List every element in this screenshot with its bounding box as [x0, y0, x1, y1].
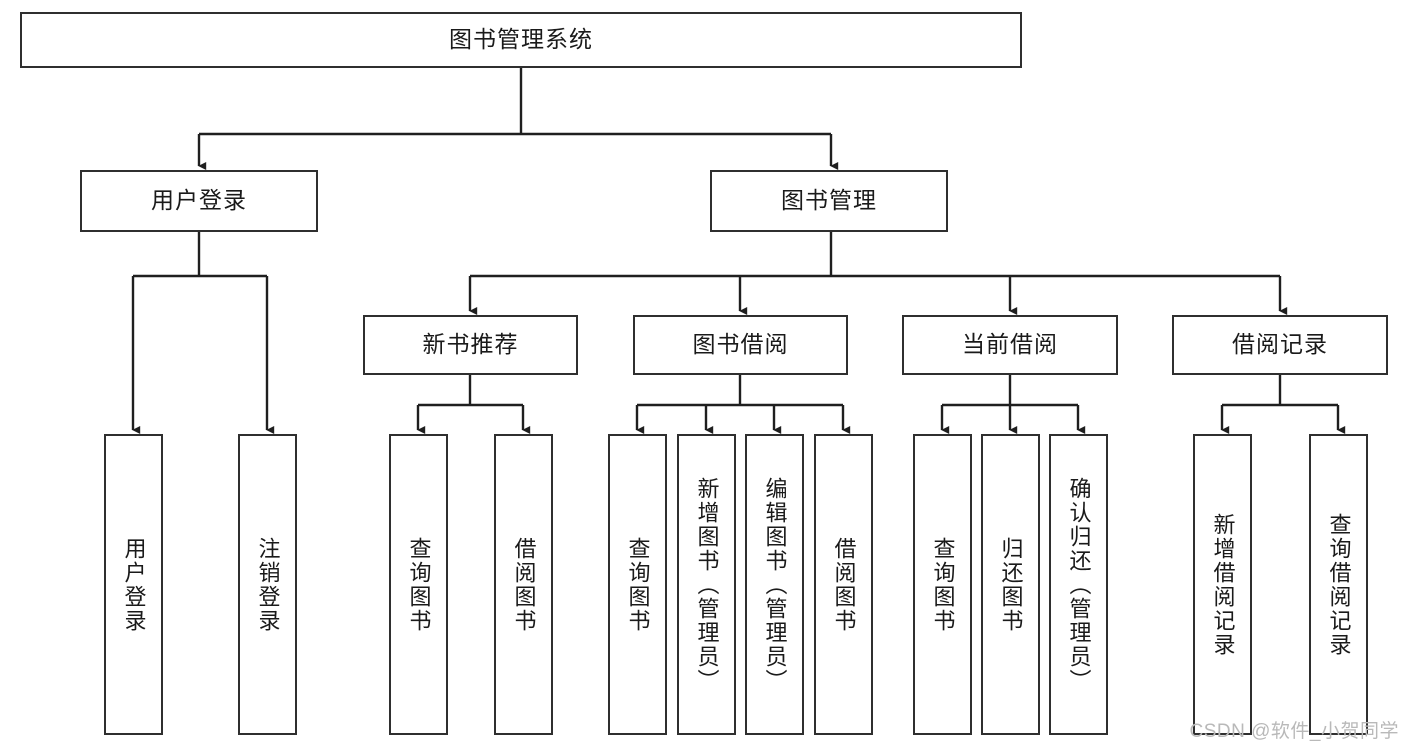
leaf-label: 用户登录: [121, 536, 147, 633]
node-book-management-label: 图书管理: [781, 187, 877, 214]
node-user-login-label: 用户登录: [151, 187, 247, 214]
leaf-current-query-book[interactable]: 查询图书: [913, 434, 972, 735]
node-borrow-record[interactable]: 借阅记录: [1172, 315, 1388, 375]
node-current-borrow[interactable]: 当前借阅: [902, 315, 1118, 375]
leaf-borrow-query-book[interactable]: 查询图书: [608, 434, 667, 735]
leaf-label: 借阅图书: [511, 536, 537, 633]
leaf-label: 注销登录: [255, 536, 281, 633]
leaf-label: 归还图书: [998, 536, 1024, 633]
leaf-borrow-add-book-admin[interactable]: 新增图书（管理员）: [677, 434, 736, 735]
leaf-label: 确认归还（管理员）: [1066, 476, 1092, 693]
node-book-borrow[interactable]: 图书借阅: [633, 315, 848, 375]
node-current-borrow-label: 当前借阅: [962, 331, 1058, 358]
leaf-recommend-borrow-book[interactable]: 借阅图书: [494, 434, 553, 735]
leaf-label: 查询图书: [930, 536, 956, 633]
leaf-label: 新增借阅记录: [1210, 512, 1236, 657]
node-new-book-recommend[interactable]: 新书推荐: [363, 315, 578, 375]
node-book-borrow-label: 图书借阅: [692, 331, 789, 358]
leaf-label: 查询借阅记录: [1326, 512, 1352, 657]
node-root-label: 图书管理系统: [449, 26, 593, 53]
leaf-label: 新增图书（管理员）: [694, 476, 720, 693]
node-user-login[interactable]: 用户登录: [80, 170, 318, 232]
node-borrow-record-label: 借阅记录: [1232, 331, 1328, 358]
node-new-book-recommend-label: 新书推荐: [422, 331, 519, 358]
leaf-user-login-signin[interactable]: 用户登录: [104, 434, 163, 735]
leaf-borrow-edit-book-admin[interactable]: 编辑图书（管理员）: [745, 434, 804, 735]
leaf-record-query-record[interactable]: 查询借阅记录: [1309, 434, 1368, 735]
leaf-recommend-query-book[interactable]: 查询图书: [389, 434, 448, 735]
csdn-watermark: CSDN @软件_小贺同学: [1189, 721, 1399, 742]
leaf-label: 编辑图书（管理员）: [762, 476, 788, 693]
leaf-label: 查询图书: [625, 536, 651, 633]
leaf-current-confirm-return-admin[interactable]: 确认归还（管理员）: [1049, 434, 1108, 735]
node-book-management[interactable]: 图书管理: [710, 170, 948, 232]
leaf-user-login-signout[interactable]: 注销登录: [238, 434, 297, 735]
node-root-system[interactable]: 图书管理系统: [20, 12, 1022, 68]
leaf-borrow-borrow-book[interactable]: 借阅图书: [814, 434, 873, 735]
leaf-label: 借阅图书: [831, 536, 857, 633]
leaf-label: 查询图书: [406, 536, 432, 633]
leaf-current-return-book[interactable]: 归还图书: [981, 434, 1040, 735]
leaf-record-add-record[interactable]: 新增借阅记录: [1193, 434, 1252, 735]
